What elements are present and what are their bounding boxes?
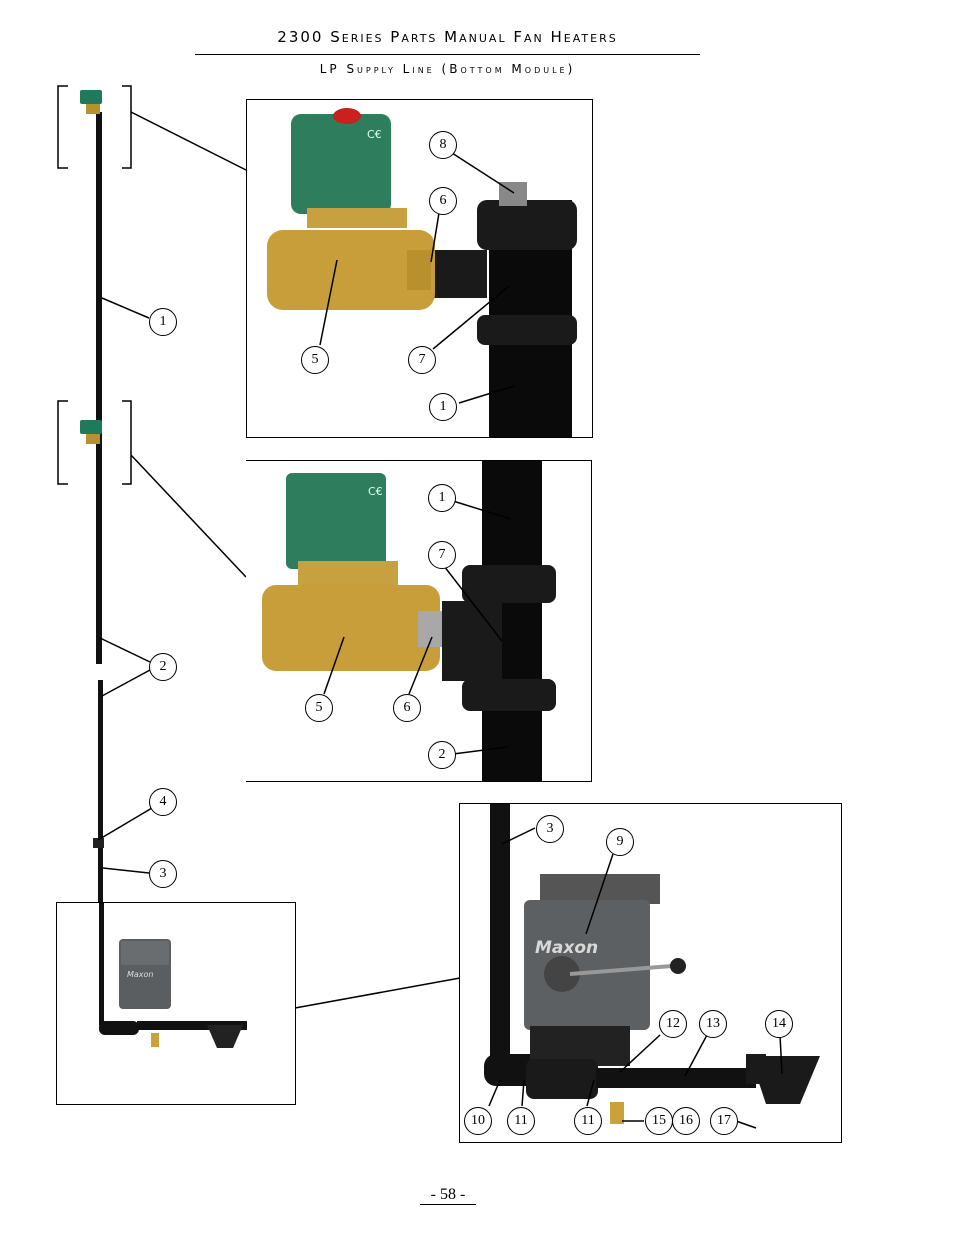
overview-callout-1: 1 — [149, 308, 177, 336]
top-valve-image: C€ — [267, 108, 577, 437]
overview-valve-top — [80, 90, 102, 114]
middle-callout-6: 6 — [393, 694, 421, 722]
overview-callout-3: 3 — [149, 860, 177, 888]
bottom-callout-9: 9 — [606, 828, 634, 856]
bottom-callout-13: 13 — [699, 1010, 727, 1038]
bottom-callout-10: 10 — [464, 1107, 492, 1135]
bottom-callout-17: 17 — [710, 1107, 738, 1135]
ce-mark-middle: C€ — [368, 485, 383, 498]
ce-mark-top: C€ — [367, 128, 382, 141]
overview-pipe-upper — [96, 112, 102, 664]
page-header-title: 2300 Series Parts Manual Fan Heaters — [277, 28, 618, 46]
bottom-callout-15: 15 — [645, 1107, 673, 1135]
middle-callout-2: 2 — [428, 741, 456, 769]
overview-callout-2: 2 — [149, 653, 177, 681]
inset-regulator-image: Maxon — [99, 903, 247, 1048]
page-header-subtitle: LP Supply Line (Bottom Module) — [319, 62, 576, 76]
middle-callout-7: 7 — [428, 541, 456, 569]
top-callout-1: 1 — [429, 393, 457, 421]
middle-callout-1: 1 — [428, 484, 456, 512]
top-callout-5: 5 — [301, 346, 329, 374]
photo-bottom-regulator: Maxon 3 9 12 13 14 10 11 11 15 16 17 — [459, 803, 842, 1143]
inset-maxon-text: Maxon — [127, 970, 154, 979]
bracket-middle — [57, 400, 132, 485]
bottom-callout-14: 14 — [765, 1010, 793, 1038]
bracket-top — [57, 85, 132, 169]
bottom-callout-3: 3 — [536, 815, 564, 843]
overview-inset: Maxon — [56, 902, 296, 1105]
bottom-regulator-image: Maxon — [484, 804, 820, 1124]
photo-top-valve: C€ 8 6 5 7 1 — [246, 99, 593, 438]
bottom-callout-12: 12 — [659, 1010, 687, 1038]
overview-coupling — [93, 838, 104, 848]
maxon-logo-text: Maxon — [535, 938, 598, 958]
header-rule — [195, 54, 700, 55]
page-number: - 58 - — [420, 1186, 476, 1205]
overview-valve-middle — [80, 420, 102, 444]
bottom-callout-16: 16 — [672, 1107, 700, 1135]
overview-pipe-lower — [98, 680, 103, 905]
top-callout-6: 6 — [429, 187, 457, 215]
overview-callout-4: 4 — [149, 788, 177, 816]
top-callout-7: 7 — [408, 346, 436, 374]
bottom-callout-11b: 11 — [574, 1107, 602, 1135]
bottom-callout-11a: 11 — [507, 1107, 535, 1135]
middle-valve-image: C€ — [262, 461, 556, 781]
middle-callout-5: 5 — [305, 694, 333, 722]
top-callout-8: 8 — [429, 131, 457, 159]
photo-middle-valve: C€ 1 7 5 6 2 — [246, 460, 592, 782]
